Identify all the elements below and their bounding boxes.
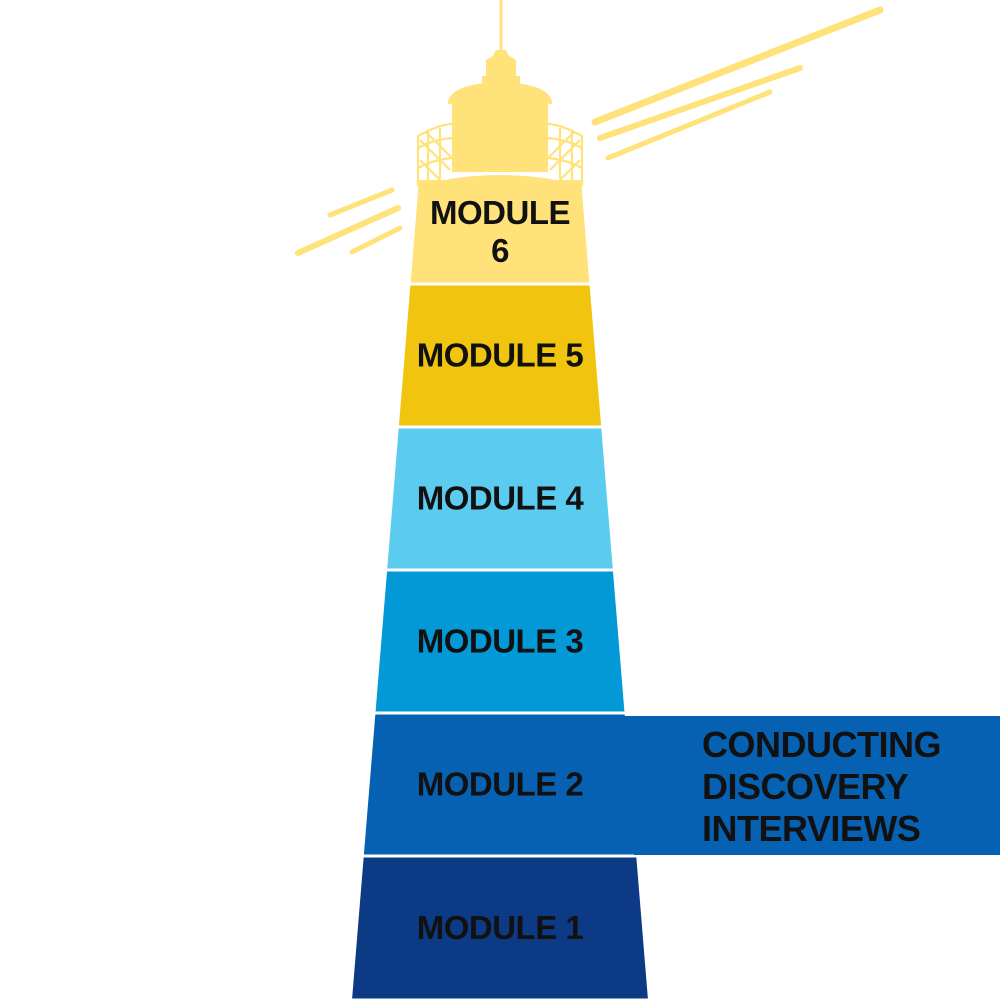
module-6-label: MODULE: [430, 194, 570, 231]
lantern-dome: [448, 82, 552, 104]
lantern-roof-base: [482, 76, 520, 84]
module-2-label: MODULE 2: [417, 766, 584, 803]
light-rays: [295, 6, 884, 256]
gallery-railing: [416, 122, 584, 187]
module-6-label: 6: [491, 232, 509, 269]
callout-text-line: INTERVIEWS: [702, 808, 920, 849]
module-1-band: [352, 857, 648, 999]
module-1-label: MODULE 1: [417, 909, 584, 946]
lighthouse-lantern: [416, 0, 584, 196]
module-5-label: MODULE 5: [417, 337, 584, 374]
light-ray: [605, 89, 773, 161]
callout-text-line: CONDUCTING: [702, 724, 941, 765]
callout-box: [620, 716, 1000, 855]
module-2-band: [363, 714, 637, 855]
light-ray: [295, 205, 401, 256]
module-3-band: [375, 571, 625, 712]
light-ray: [591, 6, 884, 126]
light-ray: [349, 225, 403, 255]
callout-text-line: DISCOVERY: [702, 766, 909, 807]
light-ray: [597, 65, 803, 141]
module-4-band: [387, 428, 613, 569]
lantern-finial: [486, 50, 516, 78]
module-3-label: MODULE 3: [417, 623, 584, 660]
lantern-room: [452, 102, 548, 172]
light-ray: [327, 187, 395, 218]
module-6-band: [410, 180, 590, 283]
module-5-band: [398, 285, 602, 426]
module-4-label: MODULE 4: [417, 480, 585, 517]
